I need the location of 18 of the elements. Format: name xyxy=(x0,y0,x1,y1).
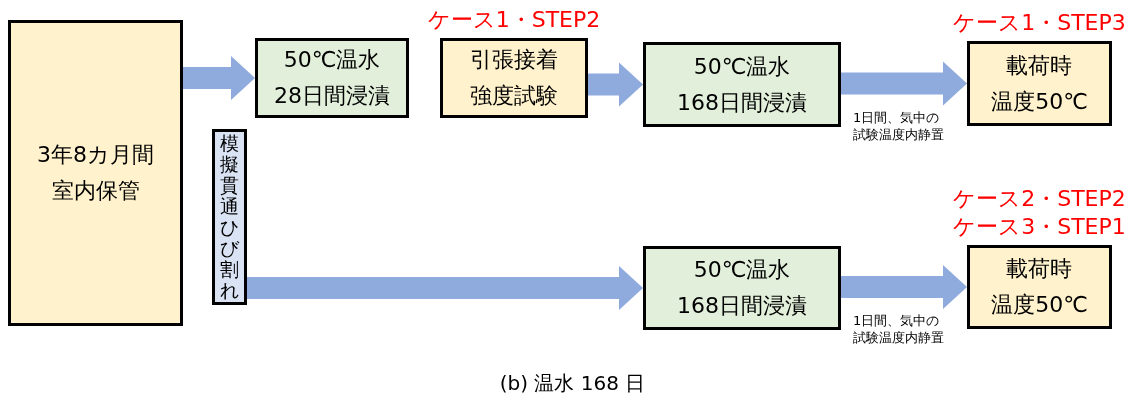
block-arrow xyxy=(588,62,643,107)
process-box: 50℃温水168日間浸漬 xyxy=(643,246,841,330)
caption: (b) 温水 168 日 xyxy=(498,370,647,397)
crack-label-box: 模擬貫通ひび割れ xyxy=(212,129,247,305)
process-box: 50℃温水168日間浸漬 xyxy=(643,42,841,127)
process-box: 載荷時温度50℃ xyxy=(967,41,1112,126)
process-box: 載荷時温度50℃ xyxy=(967,245,1112,329)
block-arrow xyxy=(841,265,967,309)
case-label: ケース1・STEP2 xyxy=(427,6,601,34)
case-label: ケース3・STEP1 xyxy=(953,213,1126,241)
case-label: ケース1・STEP3 xyxy=(953,9,1126,37)
block-arrow xyxy=(183,56,255,100)
process-box: 引張接着強度試験 xyxy=(440,38,588,118)
case-label: ケース2・STEP2 xyxy=(953,185,1126,213)
block-arrow xyxy=(841,61,967,106)
process-box: 3年8カ月間室内保管 xyxy=(8,20,183,326)
block-arrow xyxy=(247,266,643,310)
process-box: 50℃温水28日間浸漬 xyxy=(255,38,409,118)
